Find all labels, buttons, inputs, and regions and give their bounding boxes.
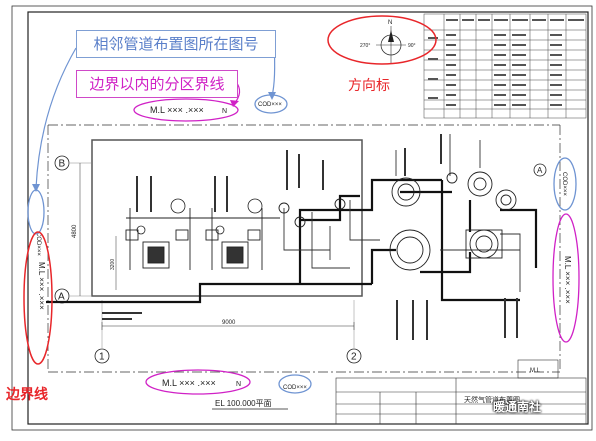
cod-top-text: COD×××	[258, 102, 282, 108]
north-n-text: N	[388, 20, 392, 26]
nozzle-table	[423, 13, 587, 119]
svg-text:M.L ××× .×××: M.L ××× .×××	[37, 262, 46, 310]
title-block-small: M.L	[530, 368, 541, 374]
svg-text:A: A	[537, 166, 543, 175]
svg-text:1: 1	[99, 352, 105, 363]
grid-bubble-b: B	[54, 155, 70, 171]
sheet-frame	[11, 5, 593, 431]
zone-boundary	[47, 124, 561, 373]
grid-bubble-right-a: A	[533, 163, 547, 177]
cod-left-text: COD×××	[35, 232, 41, 256]
dimension-3200: 3200	[110, 236, 117, 290]
svg-text:3200: 3200	[110, 259, 116, 270]
svg-text:M.L ××× .×××: M.L ××× .×××	[563, 256, 572, 304]
match-line-right: M.L ××× .×××	[563, 256, 572, 304]
north-arrow: N 270° 90°	[360, 20, 416, 64]
grid-bubble-a: A	[54, 288, 70, 304]
watermark-text: 暖通南社	[493, 400, 542, 414]
elevation-title: EL 100.000平面	[215, 399, 272, 408]
svg-text:N: N	[236, 381, 241, 388]
highlight-cod-left	[27, 189, 45, 235]
grid-bubble-1: 1	[94, 348, 110, 364]
title-block-text: 天然气管道布置图	[464, 395, 520, 404]
svg-text:A: A	[58, 292, 65, 303]
north-highlight-ellipse	[327, 15, 437, 65]
boundary-line-annotation: 边界线	[6, 387, 48, 403]
equipment-right	[278, 171, 517, 271]
highlight-ml-bottom	[145, 369, 251, 395]
equipment-left	[125, 198, 280, 270]
secondary-pipes	[283, 134, 521, 292]
svg-text:4800: 4800	[72, 224, 78, 238]
svg-text:B: B	[59, 159, 66, 170]
north-270-text: 270°	[360, 43, 370, 49]
svg-text:9000: 9000	[222, 320, 236, 326]
cod-bottom-text: COD×××	[283, 385, 307, 391]
highlight-boundary-left	[23, 231, 53, 365]
svg-text:M.L ××× .×××: M.L ××× .×××	[162, 378, 216, 388]
match-line-left: M.L ××× .×××	[37, 262, 46, 310]
highlight-ml-top	[133, 98, 239, 122]
match-line-bottom: M.L ××× .××× N	[162, 378, 241, 388]
svg-text:M.L ××× .×××: M.L ××× .×××	[150, 105, 204, 115]
grid-bubble-2: 2	[346, 348, 362, 364]
pipe-labels	[102, 134, 518, 340]
annotation-arrows	[32, 42, 276, 192]
match-line-top: M.L ××× .××× N	[150, 105, 227, 115]
highlight-cod-right	[553, 157, 577, 211]
title-block	[335, 359, 587, 425]
svg-text:N: N	[222, 108, 227, 115]
zone-boundary-annotation: 边界以内的分区界线	[76, 70, 238, 98]
main-pipes	[46, 178, 538, 304]
north-90-text: 90°	[408, 43, 416, 49]
dimension-4800: 4800	[72, 163, 81, 296]
highlight-ml-right	[552, 213, 580, 343]
svg-text:2: 2	[351, 352, 357, 363]
building-outline	[91, 139, 363, 297]
cod-right-text: COD×××	[561, 172, 567, 196]
nozzle-table-rows	[428, 19, 584, 106]
north-arrow-annotation: 方向标	[348, 78, 390, 94]
adjacent-drawing-annotation: 相邻管道布置图所在图号	[76, 30, 276, 58]
dimension-9000: 9000	[101, 320, 355, 330]
highlight-cod-bottom	[278, 374, 312, 394]
